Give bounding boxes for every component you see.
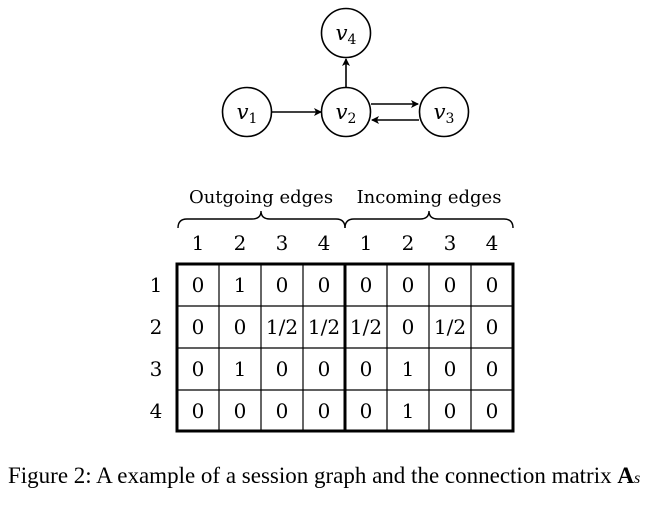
matrix-cell: 0 bbox=[276, 357, 289, 381]
matrix-cell: 0 bbox=[234, 315, 247, 339]
matrix-cell: 0 bbox=[192, 315, 205, 339]
matrix-cell: 0 bbox=[402, 273, 415, 297]
matrix-cell: 1 bbox=[234, 273, 247, 297]
matrix-cell: 0 bbox=[276, 273, 289, 297]
figure-caption: Figure 2: A example of a session graph a… bbox=[8, 460, 648, 494]
node-label-sub: 2 bbox=[347, 111, 356, 127]
brace-outgoing bbox=[177, 210, 346, 229]
node-label-base: v bbox=[434, 100, 446, 124]
matrix-cell: 0 bbox=[318, 357, 331, 381]
column-headers: 1 2 3 4 1 2 3 4 bbox=[192, 231, 499, 255]
svg-text:v2: v2 bbox=[336, 100, 357, 127]
matrix-cell: 0 bbox=[360, 357, 373, 381]
graph-node-v1: v1 bbox=[221, 86, 273, 138]
group-label-incoming: Incoming edges bbox=[357, 187, 502, 208]
matrix-cell: 1/2 bbox=[350, 315, 382, 339]
graph-node-v3: v3 bbox=[418, 86, 470, 138]
column-header: 3 bbox=[276, 231, 289, 255]
matrix-cell: 0 bbox=[360, 273, 373, 297]
node-label-sub: 3 bbox=[445, 111, 454, 127]
column-header: 2 bbox=[402, 231, 415, 255]
matrix-cell: 0 bbox=[234, 399, 247, 423]
matrix-cell: 0 bbox=[486, 273, 499, 297]
matrix-cell: 0 bbox=[444, 357, 457, 381]
matrix-cell: 0 bbox=[318, 273, 331, 297]
node-label-base: v bbox=[336, 21, 348, 45]
row-header: 2 bbox=[150, 315, 163, 339]
svg-text:v4: v4 bbox=[336, 21, 357, 48]
matrix-cell: 1 bbox=[402, 399, 415, 423]
column-header: 4 bbox=[486, 231, 499, 255]
matrix-cell: 1/2 bbox=[308, 315, 340, 339]
matrix-cell: 1/2 bbox=[266, 315, 298, 339]
matrix-cells: 0 1 0 0 0 0 0 0 0 0 1/2 1/2 1/2 0 1/2 0 … bbox=[192, 273, 499, 423]
node-label-base: v bbox=[336, 100, 348, 124]
caption-text: Figure 2: A example of a session graph a… bbox=[8, 463, 618, 488]
column-header: 4 bbox=[318, 231, 331, 255]
matrix-cell: 0 bbox=[360, 399, 373, 423]
matrix-cell: 0 bbox=[486, 399, 499, 423]
column-header: 3 bbox=[444, 231, 457, 255]
svg-text:v3: v3 bbox=[434, 100, 455, 127]
column-header: 2 bbox=[234, 231, 247, 255]
matrix-cell: 1/2 bbox=[434, 315, 466, 339]
graph-node-v2: v2 bbox=[320, 86, 372, 138]
matrix-grid bbox=[175, 262, 515, 433]
matrix-cell: 0 bbox=[486, 315, 499, 339]
brace-incoming bbox=[344, 210, 514, 229]
matrix-cell: 0 bbox=[192, 357, 205, 381]
graph-edges bbox=[272, 58, 419, 124]
matrix-cell: 0 bbox=[192, 273, 205, 297]
row-headers: 1 2 3 4 bbox=[150, 273, 163, 423]
matrix-cell: 0 bbox=[318, 399, 331, 423]
matrix-cell: 0 bbox=[444, 273, 457, 297]
matrix-cell: 0 bbox=[192, 399, 205, 423]
node-label-sub: 4 bbox=[347, 32, 356, 48]
row-header: 3 bbox=[150, 357, 163, 381]
matrix-cell: 0 bbox=[402, 315, 415, 339]
session-graph-figure: v1 v2 v3 v4 Outgoing edges Incoming edge… bbox=[150, 7, 515, 433]
svg-text:v1: v1 bbox=[237, 100, 258, 127]
row-header: 4 bbox=[150, 399, 163, 423]
matrix-cell: 0 bbox=[486, 357, 499, 381]
matrix-cell: 1 bbox=[234, 357, 247, 381]
node-label-sub: 1 bbox=[248, 111, 257, 127]
matrix-cell: 0 bbox=[276, 399, 289, 423]
column-header: 1 bbox=[192, 231, 205, 255]
row-header: 1 bbox=[150, 273, 163, 297]
matrix-cell: 0 bbox=[444, 399, 457, 423]
column-header: 1 bbox=[360, 231, 373, 255]
caption-matrix-subscript: s bbox=[633, 470, 641, 487]
caption-matrix-symbol: A bbox=[617, 463, 634, 488]
graph-node-v4: v4 bbox=[320, 7, 372, 59]
node-label-base: v bbox=[237, 100, 249, 124]
matrix-cell: 1 bbox=[402, 357, 415, 381]
group-label-outgoing: Outgoing edges bbox=[189, 187, 333, 208]
